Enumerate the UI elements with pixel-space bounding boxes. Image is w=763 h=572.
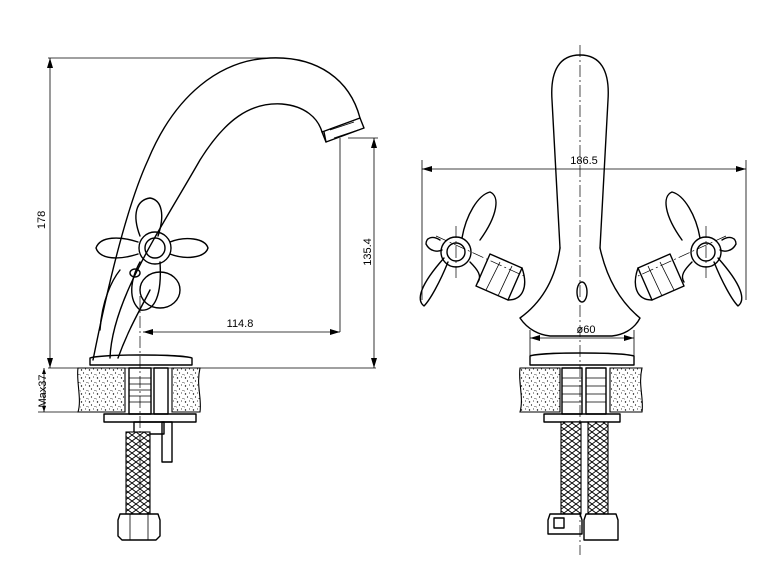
handle-span-label: 186.5: [570, 155, 598, 167]
front-dimensions: 186.5 ø60: [421, 155, 747, 356]
side-dimensions: 178 135.4 114.8 Max37: [36, 57, 378, 413]
base-diameter-label: ø60: [577, 324, 596, 336]
max-deck-label: Max37: [37, 374, 49, 407]
height-total-label: 178: [36, 211, 48, 229]
spout-height-label: 135.4: [362, 238, 374, 266]
side-handle: [95, 197, 209, 311]
front-view: [419, 45, 743, 555]
side-view: [77, 57, 365, 541]
spout-reach-label: 114.8: [227, 318, 254, 330]
